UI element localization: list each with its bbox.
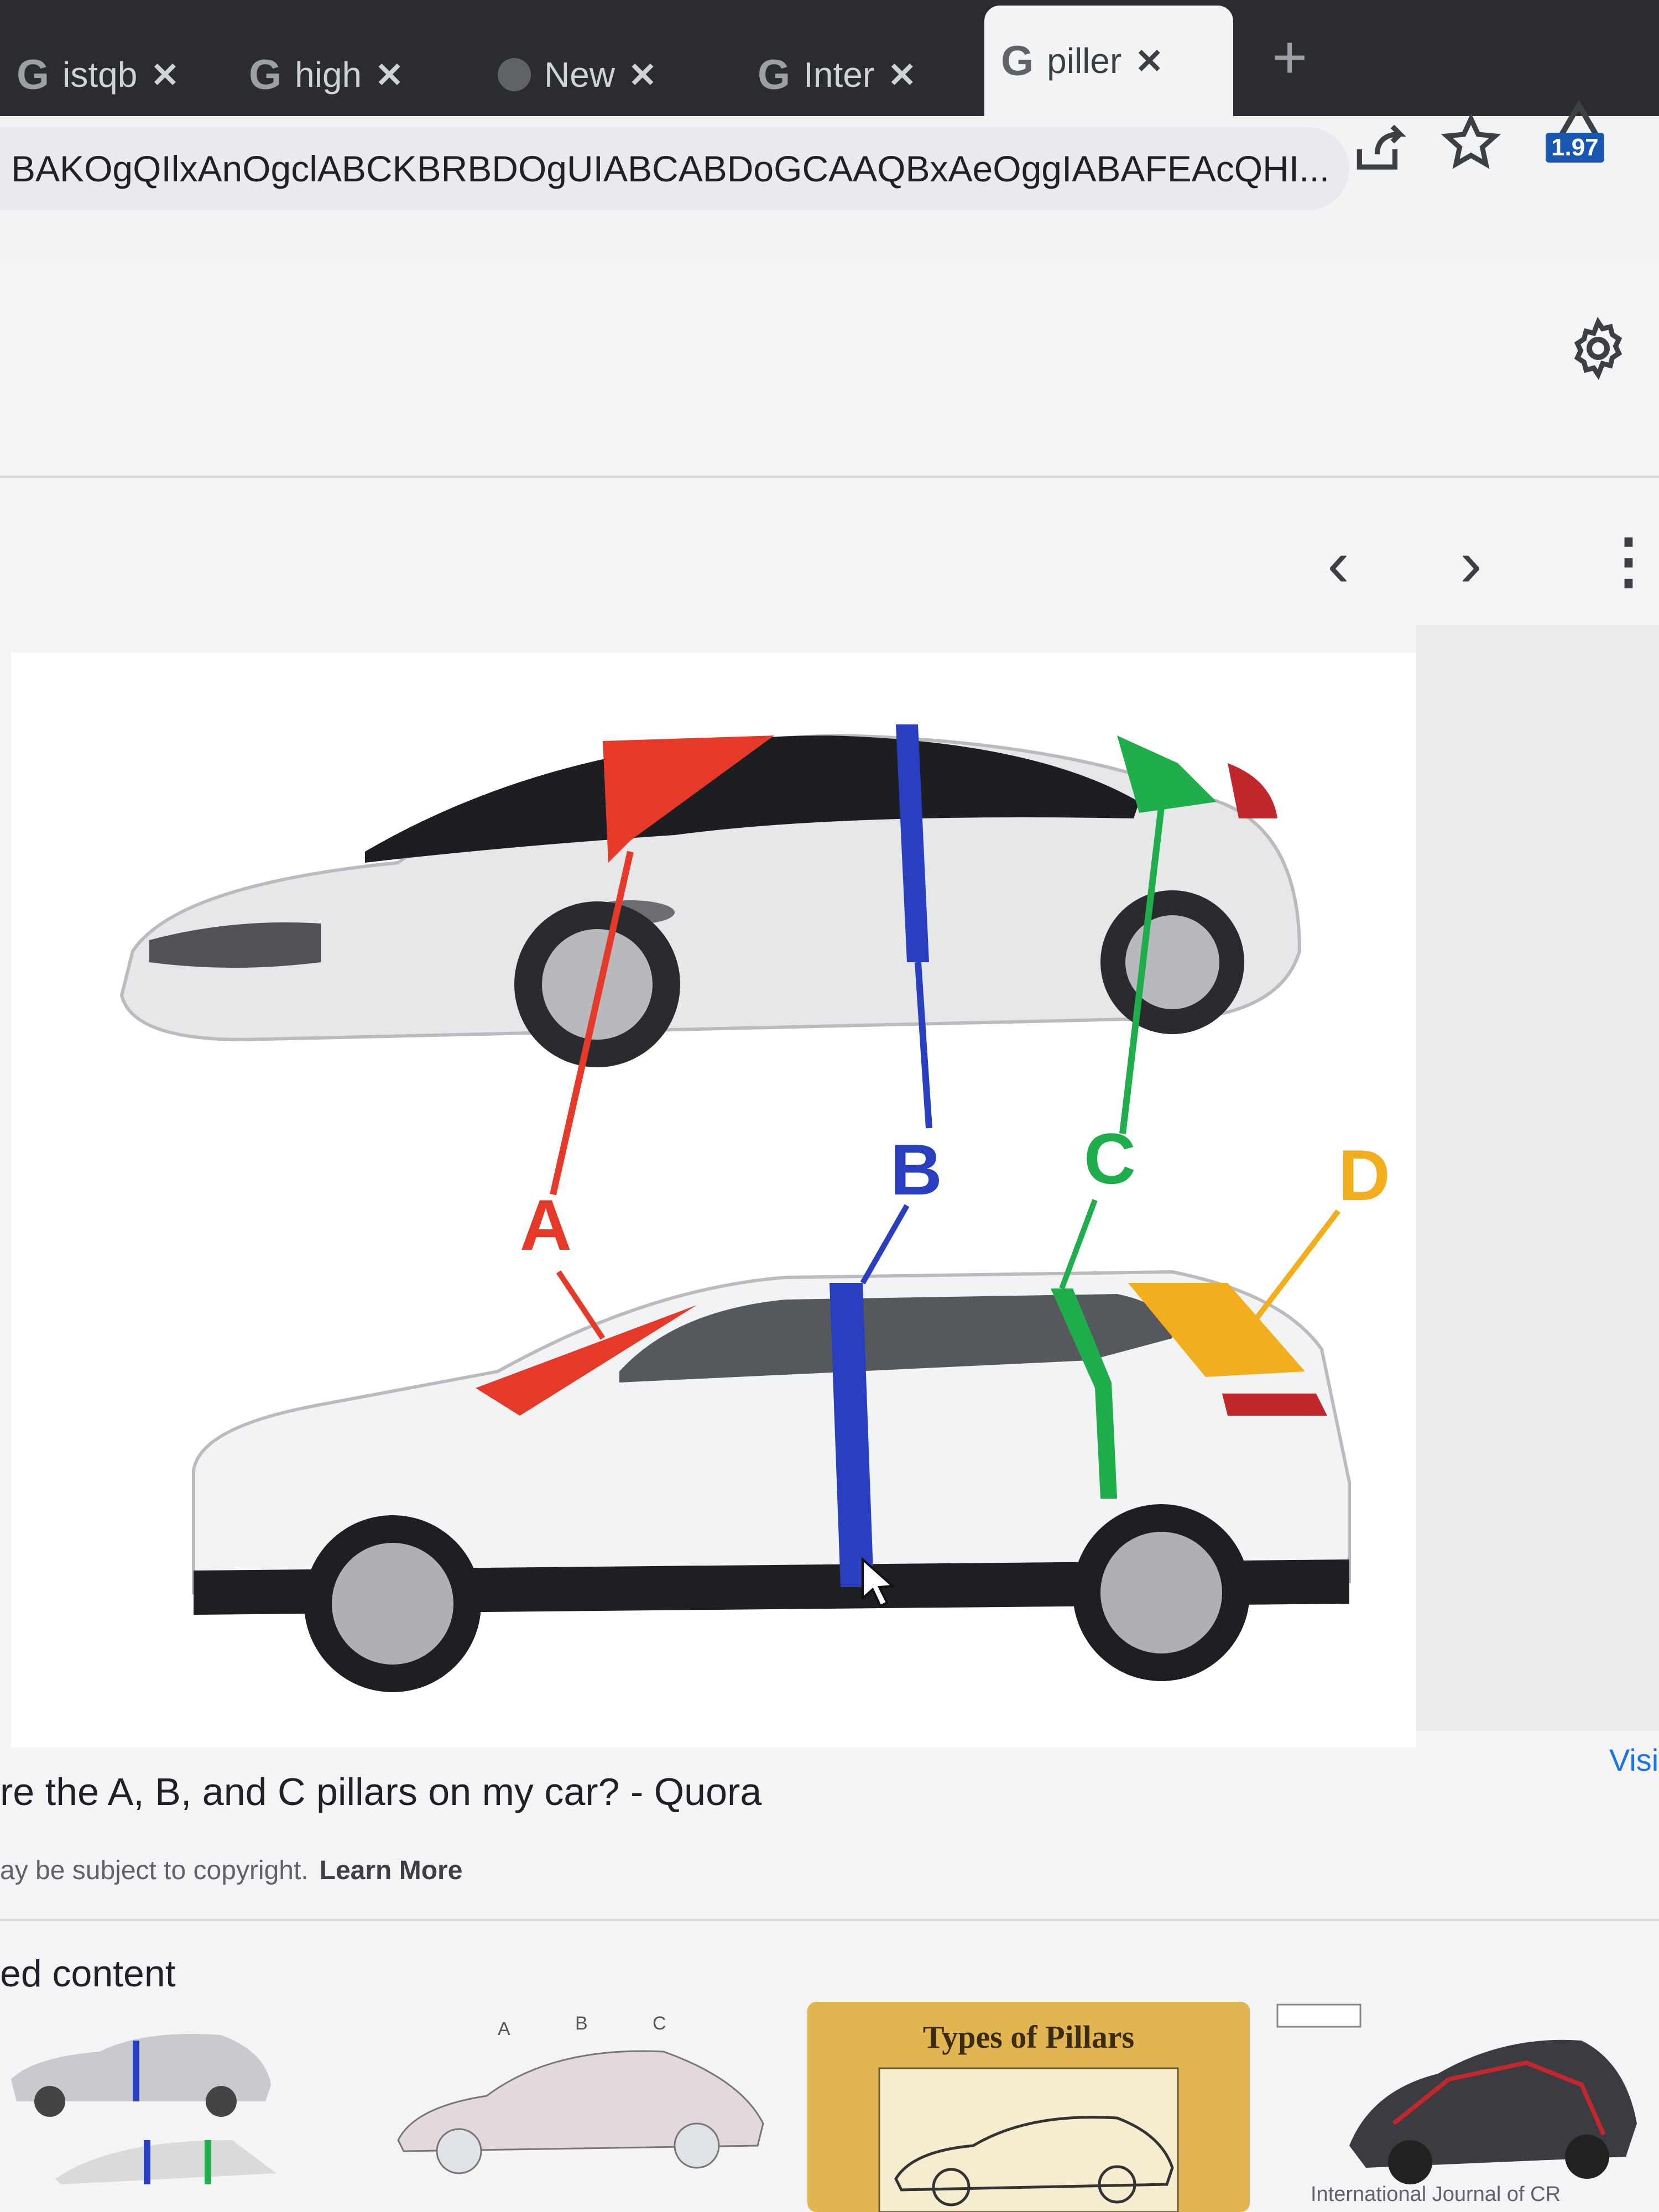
tab-strip	[0, 0, 1659, 116]
cursor-icon	[862, 1557, 895, 1608]
copyright-notice: ay be subject to copyright. Learn More	[0, 1855, 462, 1886]
divider	[0, 1919, 1659, 1921]
google-icon: G	[1001, 37, 1034, 85]
copyright-text: ay be subject to copyright.	[0, 1856, 309, 1885]
related-heading: ed content	[0, 1953, 176, 1995]
tab-title: New	[544, 55, 615, 95]
globe-icon	[498, 58, 531, 91]
thumb-label-a: A	[498, 2018, 510, 2039]
close-icon[interactable]: ✕	[150, 56, 180, 95]
side-panel	[1416, 625, 1659, 1731]
tab-title: istqb	[62, 55, 138, 95]
label-a: A	[520, 1185, 572, 1265]
close-icon[interactable]: ✕	[628, 56, 657, 95]
tab-title: piller	[1047, 41, 1122, 81]
label-b: B	[890, 1129, 942, 1210]
close-icon[interactable]: ✕	[375, 56, 404, 95]
address-bar[interactable]: BAKOgQIlxAnOgclABCKBRBDOgUIABCABDoGCAAQB…	[0, 127, 1349, 210]
related-thumb-1[interactable]	[0, 2002, 288, 2212]
visit-button[interactable]: Visi	[1609, 1743, 1659, 1777]
google-icon: G	[758, 51, 791, 98]
suv-b-pillar	[830, 1283, 874, 1587]
preview-image[interactable]: A B C D	[11, 653, 1416, 1747]
thumb-label-b: B	[575, 2013, 588, 2034]
star-icon[interactable]	[1438, 111, 1504, 180]
google-icon: G	[17, 51, 50, 98]
menu-icon[interactable]: ⋮	[1637, 105, 1659, 170]
related-thumb-5[interactable]: International Journal of CR	[1272, 2002, 1659, 2212]
divider	[0, 476, 1659, 478]
suv-illustration	[192, 1270, 1351, 1692]
tab-high[interactable]: G high ✕	[232, 33, 465, 116]
sedan-c-pillar	[1117, 735, 1217, 813]
thumb-source: International Journal of CR	[1311, 2183, 1561, 2206]
next-button[interactable]: ›	[1460, 526, 1482, 601]
tab-new[interactable]: New ✕	[481, 33, 719, 116]
new-tab-button[interactable]: +	[1272, 23, 1308, 91]
google-icon: G	[249, 51, 282, 98]
sedan-a-pillar	[603, 735, 774, 863]
sedan-b-pillar	[896, 724, 929, 962]
tab-istqb[interactable]: G istqb ✕	[0, 33, 205, 116]
previous-button[interactable]: ‹	[1327, 526, 1349, 601]
learn-more-link[interactable]: Learn More	[319, 1856, 463, 1885]
label-c: C	[1084, 1118, 1136, 1199]
suv-c-pillar	[1051, 1288, 1117, 1499]
share-icon[interactable]	[1349, 119, 1410, 182]
thumb-label-c: C	[653, 2013, 666, 2034]
suv-a-pillar	[476, 1305, 697, 1416]
close-icon[interactable]: ✕	[888, 56, 917, 95]
extension-badge: 1.97	[1546, 133, 1604, 163]
sedan-illustration	[119, 733, 1302, 1067]
tab-piller[interactable]: G piller ✕	[984, 6, 1233, 116]
extension-icon[interactable]: 1.97	[1543, 94, 1615, 166]
label-d: D	[1338, 1135, 1390, 1215]
image-caption[interactable]: re the A, B, and C pillars on my car? - …	[0, 1770, 762, 1813]
gear-icon[interactable]	[1565, 315, 1631, 396]
url-text: BAKOgQIlxAnOgclABCKBRBDOgUIABCABDoGCAAQB…	[11, 148, 1330, 189]
thumb-title: Types of Pillars	[922, 2019, 1135, 2055]
tab-title: Inter	[804, 55, 875, 95]
related-thumb-types-of-pillars[interactable]: Types of Pillars	[807, 2002, 1250, 2212]
suv-d-pillar	[1128, 1283, 1305, 1377]
tab-inter[interactable]: G Inter ✕	[741, 33, 979, 116]
car-pillars-illustration: A B C D	[119, 724, 1390, 1692]
tab-title: high	[295, 55, 362, 95]
close-icon[interactable]: ✕	[1135, 42, 1164, 81]
related-thumb-3[interactable]: A B C	[376, 2002, 785, 2212]
more-options-button[interactable]: ⋮	[1598, 527, 1659, 595]
